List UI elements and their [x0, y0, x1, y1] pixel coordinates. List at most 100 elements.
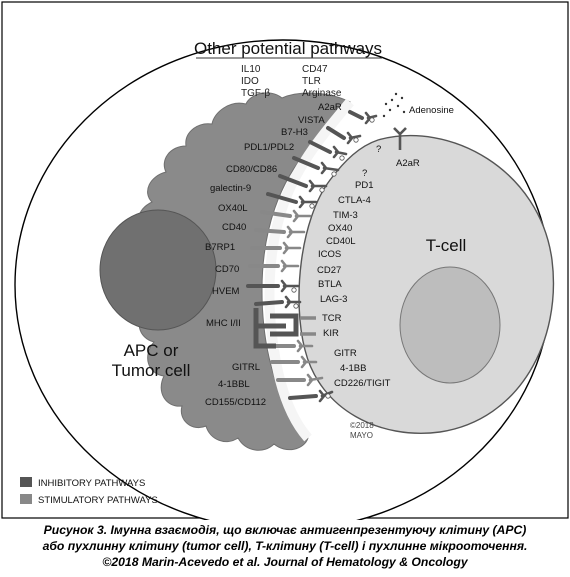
- receptor-stick: [292, 209, 312, 223]
- pathway-ido: IDO: [241, 76, 259, 87]
- other-pathways-list: IL10 IDO TGF-β CD47 TLR Arginase: [241, 64, 342, 99]
- legend: INHIBITORY PATHWAYS STIMULATORY PATHWAYS: [20, 477, 158, 506]
- legend-stimulatory-label: STIMULATORY PATHWAYS: [38, 495, 158, 506]
- label-mhc: MHC I/II: [206, 318, 241, 329]
- apc-nucleus: [99, 209, 217, 331]
- receptor-stick: [364, 111, 378, 125]
- apc-label-line1: APC or: [124, 341, 179, 360]
- label-gitr: GITR: [334, 348, 357, 359]
- label-cd70: CD70: [215, 264, 239, 275]
- label-kir: KIR: [323, 328, 339, 339]
- label-pdl1-pdl2: PDL1/PDL2: [244, 142, 294, 153]
- receptor-stick: [308, 179, 328, 193]
- ligand-stick: [266, 192, 298, 204]
- receptor-stick: [306, 373, 324, 387]
- ligand-stick: [308, 140, 332, 154]
- label-41bb: 4-1BB: [340, 363, 366, 374]
- label-cd80-cd86: CD80/CD86: [226, 164, 277, 175]
- mayo-watermark: ©2018 MAYO: [350, 421, 374, 440]
- label-ox40l: OX40L: [218, 203, 248, 214]
- pathway-cd47: CD47: [302, 64, 328, 75]
- cell-names: APC or Tumor cell T-cell: [112, 236, 467, 380]
- ligand-stick: [254, 300, 284, 306]
- label-hvem: HVEM: [212, 286, 240, 297]
- receptor-stick: [280, 259, 300, 273]
- receptor-stick: [296, 339, 314, 353]
- diagram-title: Other potential pathways: [194, 39, 382, 58]
- legend-inhibitory-label: INHIBITORY PATHWAYS: [38, 478, 145, 489]
- ligand-stick: [288, 394, 318, 400]
- ligand-stick: [260, 210, 292, 218]
- caption-line-2: або пухлинну клітину (tumor cell), T-клі…: [42, 539, 528, 553]
- label-lag3: LAG-3: [320, 294, 347, 305]
- ligand-stick: [326, 126, 346, 140]
- ligand-labels: A2aR VISTA B7-H3 PDL1/PDL2 CD80/CD86 gal…: [205, 102, 342, 408]
- label-b7rp1: B7RP1: [205, 242, 235, 253]
- ligand-stick: [348, 110, 364, 120]
- legend-swatch-inhibitory: [20, 477, 32, 487]
- receptor-stick: [298, 195, 318, 209]
- phosphate-marker: [339, 155, 345, 161]
- label-unknown-1: ?: [376, 144, 381, 155]
- phosphate-marker: [319, 187, 325, 193]
- phosphate-marker: [309, 203, 315, 209]
- receptor-pairs: [246, 110, 407, 403]
- label-btla: BTLA: [318, 279, 342, 290]
- phosphate-marker: [353, 137, 359, 143]
- pathway-tlr: TLR: [302, 76, 321, 87]
- label-ctla4: CTLA-4: [338, 195, 371, 206]
- ligand-stick: [292, 156, 320, 170]
- pathway-arginase: Arginase: [302, 88, 342, 99]
- label-icos: ICOS: [318, 249, 341, 260]
- phosphate-marker: [291, 287, 297, 293]
- label-gitrl: GITRL: [232, 362, 260, 373]
- pathway-tgfb: TGF-β: [241, 88, 270, 99]
- label-cd40l: CD40L: [326, 236, 356, 247]
- label-cd27: CD27: [317, 265, 341, 276]
- ligand-stick: [254, 228, 286, 234]
- label-adenosine: Adenosine: [409, 105, 454, 116]
- tcell-nucleus: [399, 266, 501, 384]
- mhc-tcr-complex: [253, 308, 299, 349]
- label-41bbl: 4-1BBL: [218, 379, 250, 390]
- phosphate-marker: [325, 393, 331, 399]
- caption-line-1: Рисунок 3. Імунна взаємодія, що включає …: [43, 523, 527, 537]
- tcell-label: T-cell: [426, 236, 467, 255]
- phosphate-marker: [369, 117, 375, 123]
- receptor-stick: [346, 131, 362, 145]
- ligand-stick: [278, 174, 308, 188]
- apc-label-line2: Tumor cell: [112, 361, 191, 380]
- adenosine-dots: [382, 92, 406, 118]
- label-pd1: PD1: [355, 180, 373, 191]
- figure-caption: Рисунок 3. Імунна взаємодія, що включає …: [0, 522, 570, 570]
- label-b7h3: B7-H3: [281, 127, 308, 138]
- label-ox40: OX40: [328, 223, 352, 234]
- label-tim3: TIM-3: [333, 210, 358, 221]
- label-cd226-tigit: CD226/TIGIT: [334, 378, 391, 389]
- watermark-year: ©2018: [350, 421, 374, 430]
- tcr-receptor: [300, 316, 316, 336]
- pathway-il10: IL10: [241, 64, 261, 75]
- phosphate-marker: [293, 303, 299, 309]
- a2ar-receptor: [393, 127, 407, 150]
- label-cd40: CD40: [222, 222, 246, 233]
- label-unknown-2: ?: [362, 168, 367, 179]
- receptor-labels: Adenosine A2aR ? ? PD1 CTLA-4 TIM-3 OX40…: [317, 105, 454, 389]
- label-cd155-cd112: CD155/CD112: [205, 397, 266, 408]
- receptor-stick: [300, 355, 318, 369]
- label-a2ar-left: A2aR: [318, 102, 342, 113]
- receptor-stick: [280, 279, 300, 293]
- label-galectin9: galectin-9: [210, 183, 251, 194]
- receptor-stick: [286, 225, 306, 239]
- label-vista: VISTA: [298, 115, 325, 126]
- phosphate-marker: [331, 171, 337, 177]
- receptor-stick: [284, 295, 302, 309]
- label-a2ar-right: A2aR: [396, 158, 420, 169]
- receptor-stick: [332, 145, 348, 159]
- diagram: Other potential pathways IL10 IDO TGF-β …: [1, 1, 569, 531]
- watermark-mayo: MAYO: [350, 431, 373, 440]
- legend-swatch-stimulatory: [20, 494, 32, 504]
- receptor-stick: [282, 241, 302, 255]
- label-tcr: TCR: [322, 313, 342, 324]
